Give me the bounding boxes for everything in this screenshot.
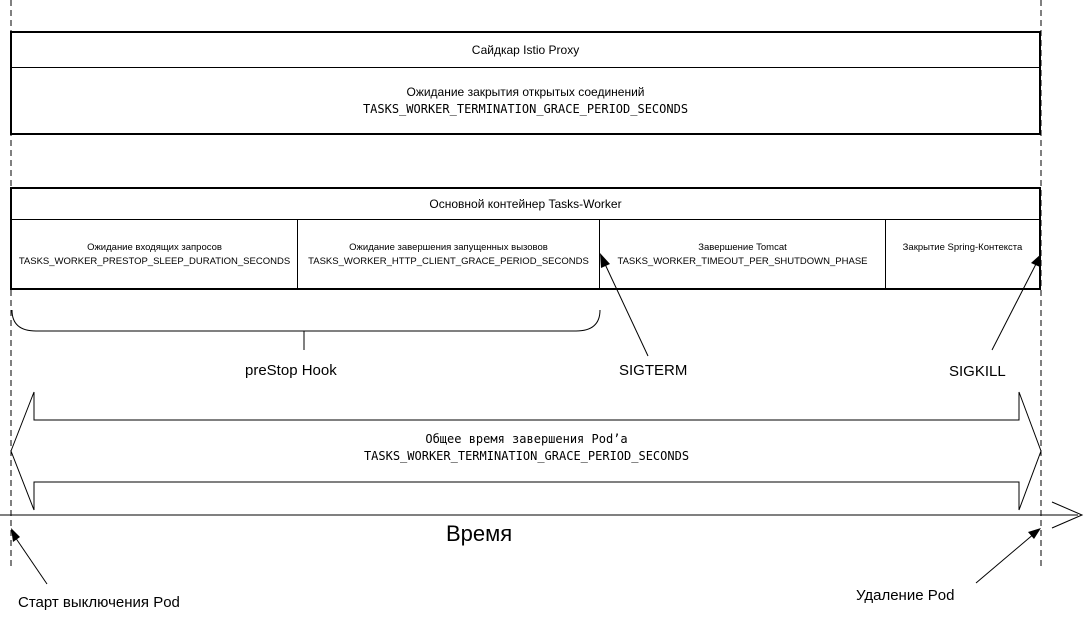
total-time-line2: TASKS_WORKER_TERMINATION_GRACE_PERIOD_SE…: [363, 449, 690, 463]
sigterm-arrow: [603, 261, 649, 357]
phase-line2: TASKS_WORKER_HTTP_CLIENT_GRACE_PERIOD_SE…: [308, 256, 589, 267]
end-label: Удаление Pod: [856, 587, 955, 604]
time-axis-arrowhead: [1051, 501, 1084, 529]
start-arrowhead: [11, 528, 20, 542]
phase-cell: Закрытие Spring-Контекста: [886, 220, 1039, 276]
prestop-hook-label: preStop Hook: [245, 362, 337, 379]
sidecar-line1: Ожидание закрытия открытых соединений: [406, 84, 645, 99]
sidecar-title: Сайдкар Istio Proxy: [471, 43, 580, 57]
end-arrowhead: [1028, 528, 1041, 539]
sidecar-line2: TASKS_WORKER_TERMINATION_GRACE_PERIOD_SE…: [362, 101, 689, 116]
main-container-title-cell: Основной контейнер Tasks-Worker: [12, 189, 1039, 220]
main-container-title: Основной контейнер Tasks-Worker: [429, 197, 622, 211]
prestop-brace: [11, 309, 601, 332]
sidecar-box: Сайдкар Istio Proxy Ожидание закрытия от…: [10, 31, 1041, 135]
phase-line1: Ожидание входящих запросов: [87, 242, 222, 253]
phase-cell: Завершение Tomcat TASKS_WORKER_TIMEOUT_P…: [600, 220, 886, 290]
total-time-text: Общее время завершения Pod’a TASKS_WORKE…: [34, 431, 1019, 465]
sigterm-label: SIGTERM: [619, 362, 688, 379]
phase-line2: TASKS_WORKER_PRESTOP_SLEEP_DURATION_SECO…: [18, 256, 291, 267]
total-time-double-arrow: [10, 391, 1042, 511]
start-label: Старт выключения Pod: [18, 594, 180, 611]
phase-line1: Закрытие Spring-Контекста: [902, 242, 1023, 253]
phase-line1: Ожидание завершения запущенных вызовов: [349, 242, 548, 253]
time-axis-label: Время: [446, 521, 513, 546]
phase-cell: Ожидание входящих запросов TASKS_WORKER_…: [12, 220, 298, 290]
sidecar-body-cell: Ожидание закрытия открытых соединений TA…: [12, 68, 1039, 133]
sigkill-arrow: [991, 263, 1037, 351]
phase-line1: Завершение Tomcat: [698, 242, 787, 253]
sidecar-title-cell: Сайдкар Istio Proxy: [12, 33, 1039, 68]
total-time-line1: Общее время завершения Pod’a: [425, 432, 628, 446]
end-arrow: [975, 532, 1036, 584]
sigkill-label: SIGKILL: [949, 363, 1006, 380]
main-container-box: Основной контейнер Tasks-Worker Ожидание…: [10, 187, 1041, 290]
phase-line2: TASKS_WORKER_TIMEOUT_PER_SHUTDOWN_PHASE: [617, 256, 868, 267]
phase-cell: Ожидание завершения запущенных вызовов T…: [298, 220, 600, 290]
sigterm-arrowhead: [600, 253, 610, 268]
start-arrow: [12, 533, 48, 585]
sigkill-arrowhead: [1031, 254, 1041, 267]
